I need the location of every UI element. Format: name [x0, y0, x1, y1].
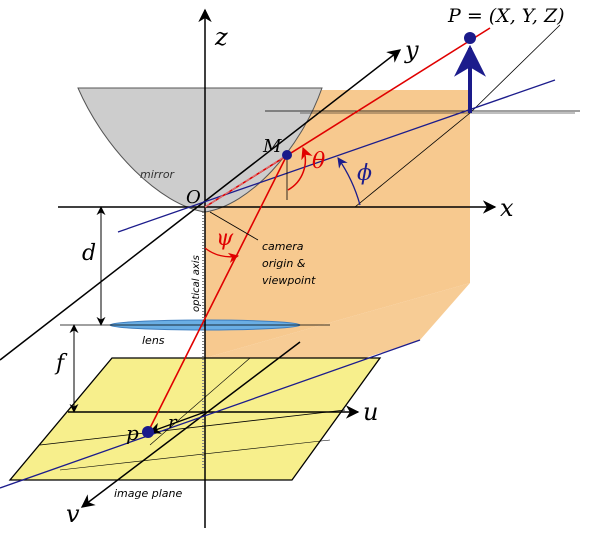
camera-label-line3: viewpoint [262, 274, 316, 287]
point-P [464, 32, 476, 44]
ray-in-mirror [204, 154, 288, 208]
point-p [142, 426, 154, 438]
point-p-label: p [126, 421, 139, 445]
y-axis [0, 49, 402, 361]
projection-line [117, 79, 556, 233]
camera-label-line1: camera [262, 240, 304, 253]
psi-arc [204, 247, 240, 263]
optical-axis-label: optical axis [191, 255, 202, 312]
camera-pointer [209, 211, 259, 241]
f-label: f [54, 351, 68, 376]
point-P-label: P = (X, Y, Z) [447, 5, 565, 27]
camera-label-line2: origin & [262, 257, 306, 270]
image-plane-grid-line [39, 409, 346, 446]
phi-label: ϕ [357, 161, 372, 186]
image-plane-grid-line [149, 357, 251, 446]
diag-guide [354, 112, 471, 208]
theta-arc [287, 146, 313, 191]
diag-guide [469, 24, 561, 114]
y-axis-label: y [404, 36, 419, 64]
v-axis [80, 341, 301, 508]
image-plane-grid-line [59, 439, 331, 471]
mirror-label: mirror [140, 168, 176, 181]
r-vector [148, 411, 206, 434]
lens-label: lens [142, 334, 165, 347]
projection-line-lower [0, 339, 421, 489]
phi-arc [337, 157, 361, 206]
r-label: r [168, 412, 178, 433]
ray-to-p [147, 154, 288, 433]
u-axis-label: u [363, 398, 378, 426]
v-axis-label: v [66, 500, 80, 528]
point-O-label: O [186, 187, 201, 208]
point-M-label: M [262, 136, 282, 157]
theta-label: θ [312, 149, 325, 174]
image-plane-label: image plane [114, 487, 183, 500]
z-axis-label: z [214, 23, 228, 51]
psi-label: ψ [216, 226, 234, 251]
point-M [282, 150, 292, 160]
d-label: d [82, 241, 96, 266]
x-axis-label: x [500, 194, 514, 222]
